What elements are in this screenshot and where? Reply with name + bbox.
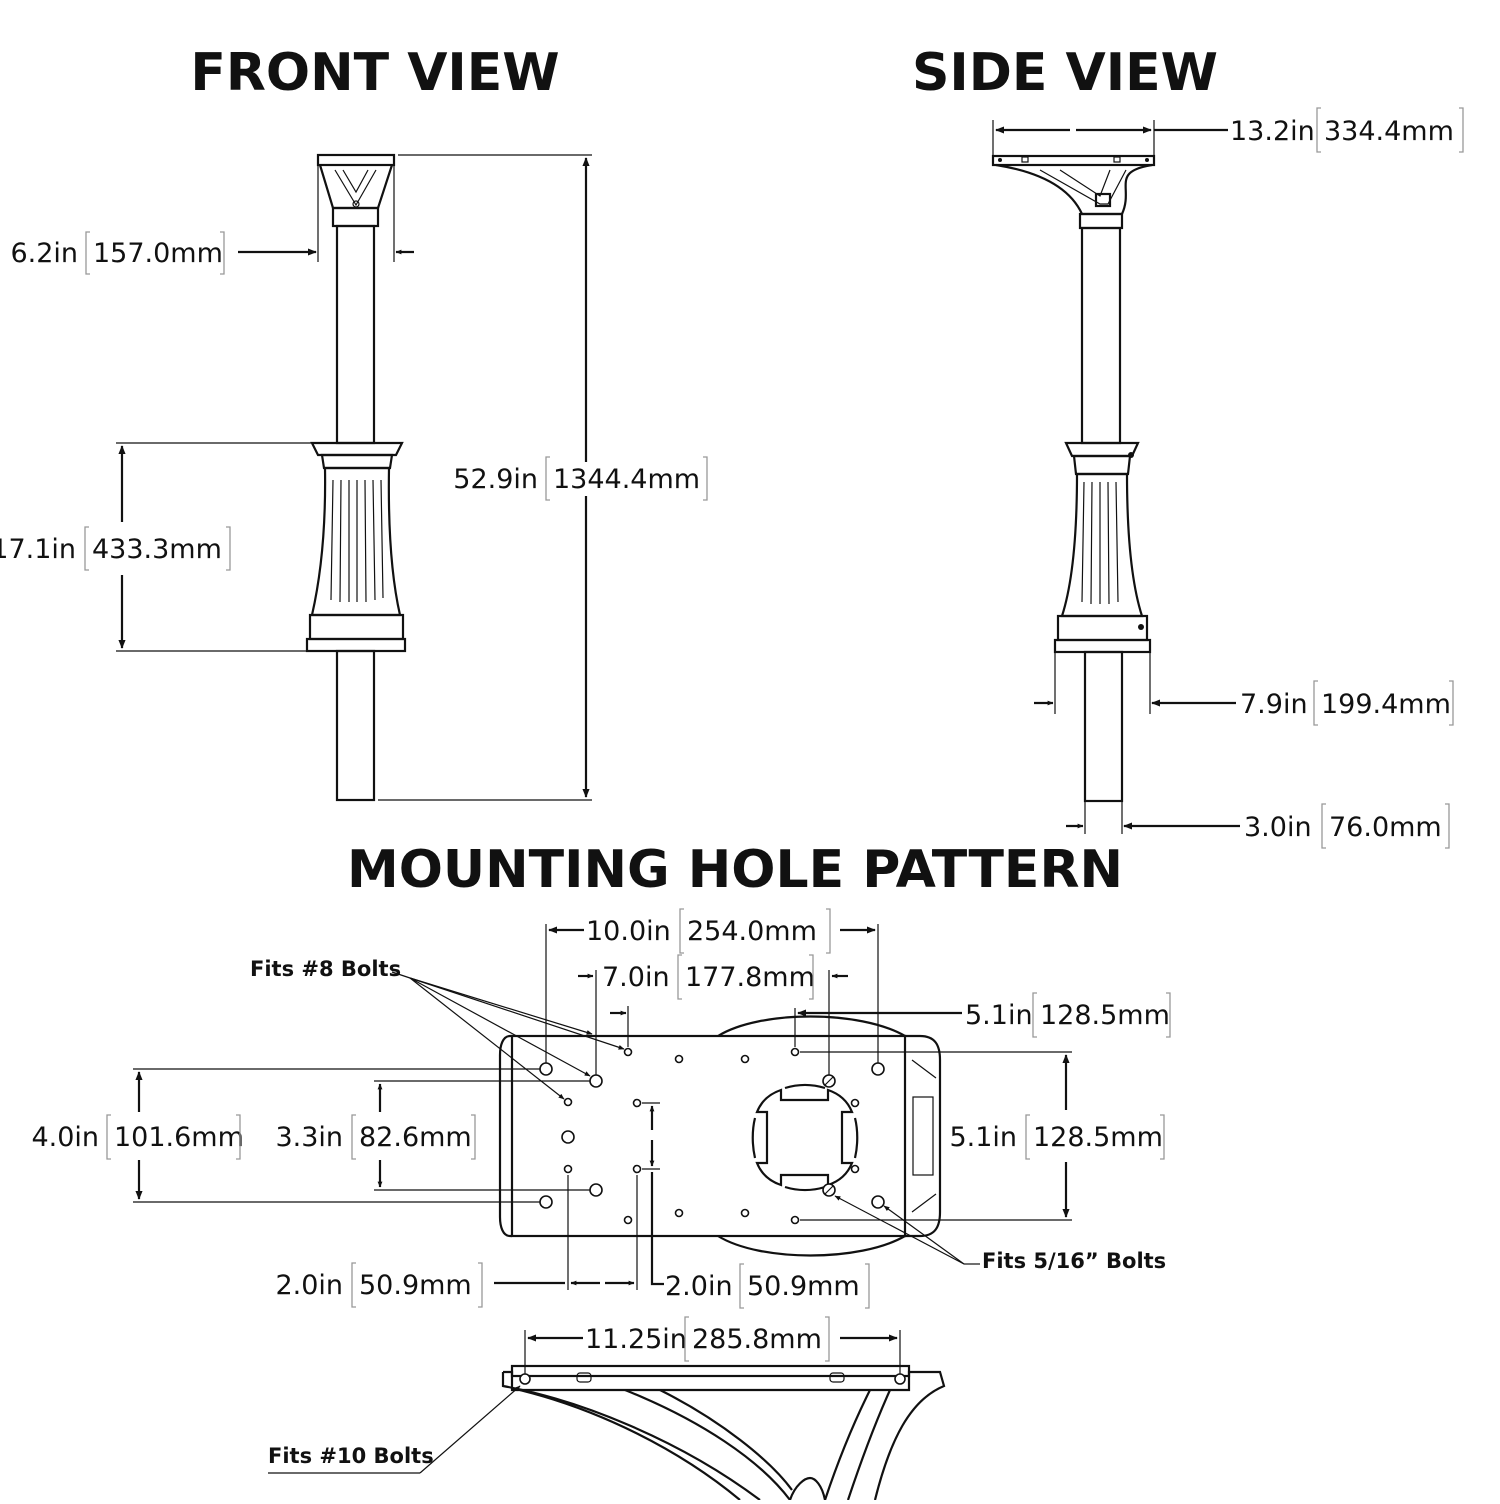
side-post-width-imperial: 3.0in: [1244, 812, 1312, 843]
front-view-lamp-post: [305, 153, 407, 802]
bracket-detail: [501, 1364, 946, 1501]
side-base-width-imperial: 7.9in: [1240, 689, 1308, 720]
plate-small-height-metric: 50.9mm: [747, 1271, 860, 1302]
plate-inner-height-metric: 82.6mm: [359, 1122, 472, 1153]
side-top-width-imperial: 13.2in: [1230, 116, 1315, 147]
front-base-height-metric: 433.3mm: [92, 534, 222, 565]
front-total-height-imperial: 52.9in: [453, 464, 538, 495]
side-view-lamp-post: [991, 154, 1156, 803]
plate-small-span-metric: 50.9mm: [359, 1270, 472, 1301]
bracket-dimensions: 11.25in 285.8mm Fits #10 Bolts: [268, 1316, 901, 1474]
front-total-height-metric: 1344.4mm: [553, 464, 700, 495]
side-top-width-metric: 334.4mm: [1324, 116, 1454, 147]
plate-small-height-imperial: 2.0in: [665, 1271, 733, 1302]
front-view-title: FRONT VIEW: [190, 43, 559, 103]
plate-inner-span-imperial: 7.0in: [602, 962, 670, 993]
mounting-plate-dimensions: 10.0in 254.0mm 7.0in 177.8mm 5.1in 128.5…: [31, 908, 1171, 1309]
side-view-dimensions: 13.2in 334.4mm 7.9in 199.4mm 3.0in 76.0m…: [992, 107, 1464, 849]
callout-fits-10-bolts: Fits #10 Bolts: [268, 1444, 434, 1468]
bracket-span-metric: 285.8mm: [692, 1324, 822, 1355]
side-post-width-metric: 76.0mm: [1329, 812, 1442, 843]
bolt-callouts: Fits #8 Bolts Fits 5/16” Bolts: [250, 957, 1166, 1273]
callout-fits-8-bolts: Fits #8 Bolts: [250, 957, 401, 981]
plate-inner-span-metric: 177.8mm: [685, 962, 815, 993]
bracket-span-imperial: 11.25in: [585, 1324, 687, 1355]
plate-outer-span-imperial: 10.0in: [586, 916, 671, 947]
callout-fits-516-bolts: Fits 5/16” Bolts: [982, 1249, 1166, 1273]
plate-inner-height-imperial: 3.3in: [275, 1122, 343, 1153]
side-view-title: SIDE VIEW: [912, 43, 1218, 103]
plate-outer-span-metric: 254.0mm: [687, 916, 817, 947]
front-head-width-metric: 157.0mm: [93, 238, 223, 269]
side-base-width-metric: 199.4mm: [1321, 689, 1451, 720]
plate-right-height-imperial: 5.1in: [949, 1122, 1017, 1153]
plate-outer-height-imperial: 4.0in: [31, 1122, 99, 1153]
front-view-dimensions: 6.2in 157.0mm 52.9in 1344.4mm 17.1in 433…: [0, 154, 708, 801]
plate-outer-height-metric: 101.6mm: [114, 1122, 244, 1153]
plate-right-height-metric: 128.5mm: [1033, 1122, 1163, 1153]
front-head-width-imperial: 6.2in: [10, 238, 78, 269]
plate-right-span-metric: 128.5mm: [1040, 1000, 1170, 1031]
front-base-height-imperial: 17.1in: [0, 534, 76, 565]
plate-right-span-imperial: 5.1in: [965, 1000, 1033, 1031]
plate-small-span-imperial: 2.0in: [275, 1270, 343, 1301]
mounting-pattern-title: MOUNTING HOLE PATTERN: [347, 840, 1123, 900]
mounting-plate: [498, 1015, 942, 1257]
